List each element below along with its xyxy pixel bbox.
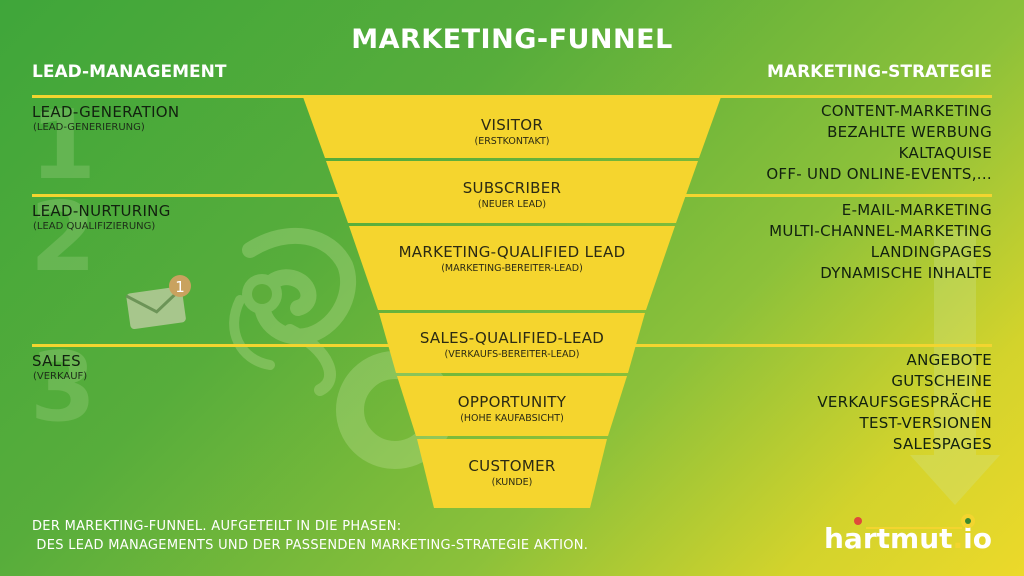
strategy-item: VERKAUFSGESPRÄCHE <box>817 393 992 411</box>
funnel-stage-sql: SALES-QUALIFIED-LEAD (VERKAUFS-BEREITER-… <box>372 328 652 361</box>
stage-label: VISITOR <box>480 116 544 134</box>
stage-label: CUSTOMER <box>468 457 556 475</box>
funnel-stage-mql: MARKETING-QUALIFIED LEAD (MARKETING-BERE… <box>392 242 632 275</box>
funnel-segment-mql <box>349 226 675 310</box>
strategy-list-lead-nurturing: E-MAIL-MARKETING MULTI-CHANNEL-MARKETING… <box>769 200 992 284</box>
strategy-item: CONTENT-MARKETING <box>820 102 992 120</box>
stage-label: SALES-QUALIFIED-LEAD <box>419 329 605 347</box>
logo-dot: . <box>952 522 964 555</box>
separator-line-top <box>32 95 992 98</box>
stage-sublabel: (HOHE KAUFABSICHT) <box>460 413 564 424</box>
phase-sublabel-sales: (VERKAUF) <box>33 371 88 382</box>
strategy-item: SALESPAGES <box>892 435 992 453</box>
funnel-segment-sql <box>379 313 645 373</box>
stage-sublabel: (ERSTKONTAKT) <box>474 136 550 147</box>
funnel-segment-visitor <box>303 97 721 158</box>
stage-label: SUBSCRIBER <box>462 179 562 197</box>
funnel-stage-customer: CUSTOMER (KUNDE) <box>372 456 652 489</box>
phase-number-2: 2 <box>30 183 96 293</box>
phase-label-lead-generation: LEAD-GENERATION <box>32 103 180 121</box>
logo-mascot-icon <box>854 514 975 529</box>
phase-label-lead-nurturing: LEAD-NURTURING <box>32 202 171 220</box>
stage-label: MARKETING-QUALIFIED LEAD <box>398 243 626 261</box>
phase-number-1: 1 <box>30 91 96 201</box>
strategy-item: OFF- UND ONLINE-EVENTS,... <box>766 165 992 183</box>
strategy-item: ANGEBOTE <box>906 351 992 369</box>
funnel-stage-subscriber: SUBSCRIBER (NEUER LEAD) <box>372 178 652 211</box>
strategy-item: BEZAHLTE WERBUNG <box>827 123 992 141</box>
footer-line: DES LEAD MANAGEMENTS UND DER PASSENDEN M… <box>32 538 589 553</box>
strategy-item: KALTAQUISE <box>898 144 992 162</box>
right-column-header: MARKETING-STRATEGIE <box>767 62 992 82</box>
funnel-segment-customer <box>417 439 607 508</box>
phase-sublabel-lead-nurturing: (LEAD QUALIFIZIERUNG) <box>33 221 156 232</box>
mail-badge-count: 1 <box>175 278 185 296</box>
strategy-item: LANDINGPAGES <box>870 243 992 261</box>
strategy-item: DYNAMISCHE INHALTE <box>820 264 992 282</box>
phase-number-3: 3 <box>30 333 96 443</box>
phase-sublabel-lead-generation: (LEAD-GENERIERUNG) <box>33 122 145 133</box>
page-title: MARKETING-FUNNEL <box>351 24 673 55</box>
phase-label-sales: SALES <box>32 352 81 370</box>
mail-notification-icon: 1 <box>125 275 191 330</box>
stage-sublabel: (MARKETING-BEREITER-LEAD) <box>441 263 583 274</box>
strategy-item: GUTSCHEINE <box>891 372 992 390</box>
stage-label: OPPORTUNITY <box>457 393 567 411</box>
funnel-stage-opportunity: OPPORTUNITY (HOHE KAUFABSICHT) <box>372 392 652 425</box>
strategy-list-sales: ANGEBOTE GUTSCHEINE VERKAUFSGESPRÄCHE TE… <box>817 350 992 455</box>
strategy-list-lead-generation: CONTENT-MARKETING BEZAHLTE WERBUNG KALTA… <box>766 101 992 185</box>
funnel-segment-subscriber <box>326 161 698 223</box>
footer-caption: DER MAREKTING-FUNNEL. AUFGETEILT IN DIE … <box>32 517 588 555</box>
strategy-item: E-MAIL-MARKETING <box>841 201 992 219</box>
strategy-item: MULTI-CHANNEL-MARKETING <box>769 222 992 240</box>
strategy-item: TEST-VERSIONEN <box>859 414 992 432</box>
left-column-header: LEAD-MANAGEMENT <box>32 62 227 82</box>
funnel-segment-opportunity <box>397 376 627 436</box>
stage-sublabel: (NEUER LEAD) <box>477 199 547 210</box>
stage-sublabel: (VERKAUFS-BEREITER-LEAD) <box>444 349 580 360</box>
stage-sublabel: (KUNDE) <box>491 477 533 488</box>
footer-line: DER MAREKTING-FUNNEL. AUFGETEILT IN DIE … <box>32 519 402 534</box>
funnel-stage-visitor: VISITOR (ERSTKONTAKT) <box>372 115 652 148</box>
